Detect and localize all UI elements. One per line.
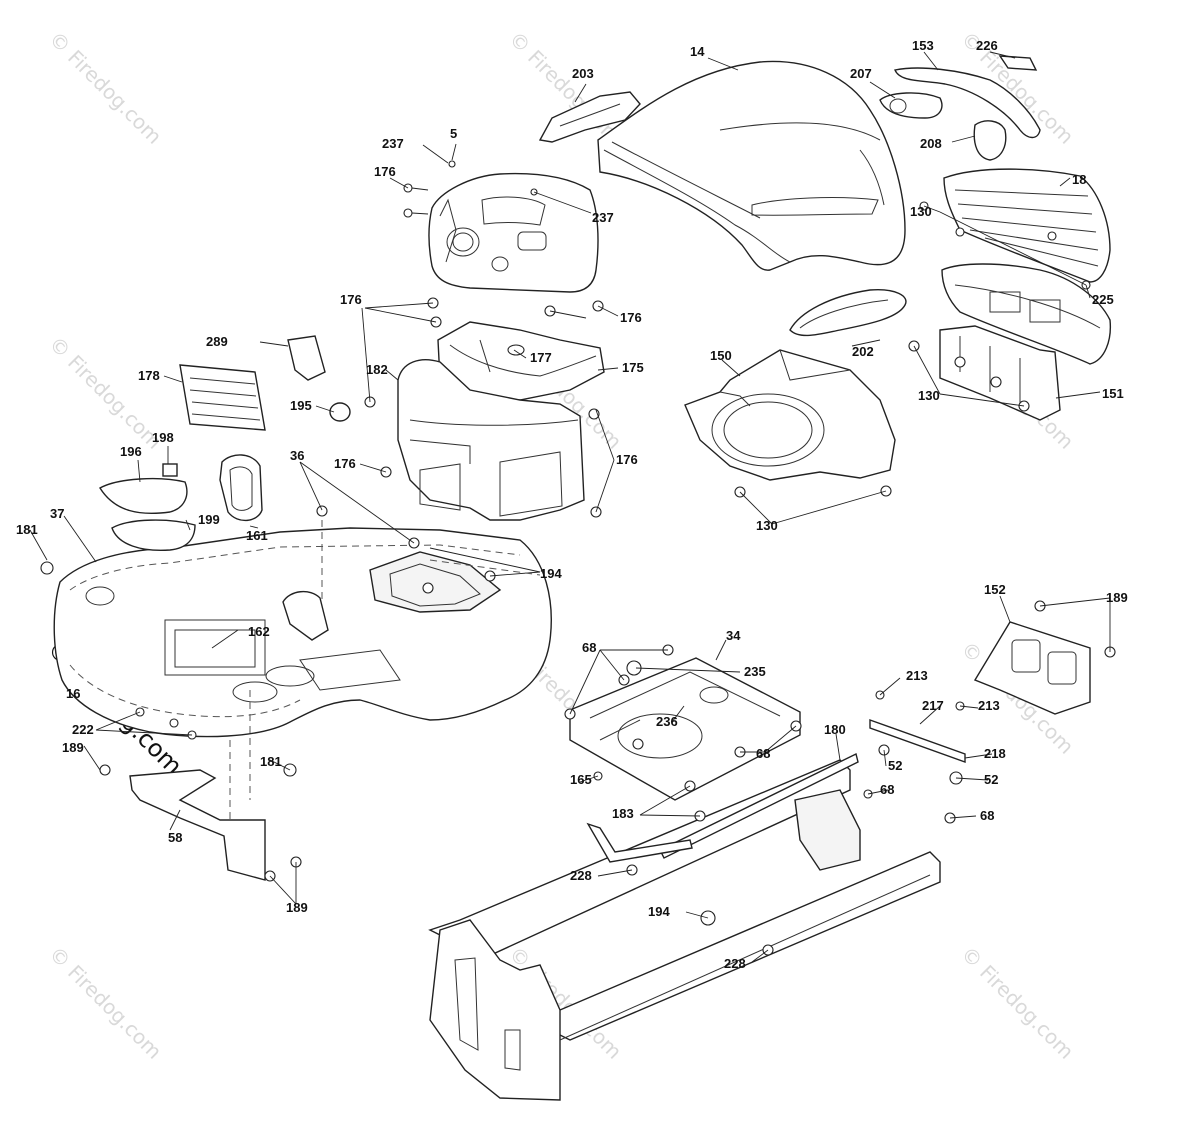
callout-68-plate: 68 [582,640,596,655]
callout-152: 152 [984,582,1006,597]
callout-18: 18 [1072,172,1086,187]
front-bumper [941,263,1112,365]
callout-237-side: 237 [592,210,614,225]
callout-194-top: 194 [540,566,562,581]
callout-189-rear: 189 [1106,590,1128,605]
callout-235: 235 [744,664,766,679]
callout-289: 289 [206,334,228,349]
callout-222: 222 [72,722,94,737]
callout-34: 34 [726,628,741,643]
callout-189-bottom: 189 [286,900,308,915]
callout-228-bottom: 228 [724,956,746,971]
callout-68-plate-lower: 68 [756,746,770,761]
callout-68-frame-right: 68 [980,808,994,823]
callout-130-grille: 130 [910,204,932,219]
callout-218: 218 [984,746,1006,761]
callout-176-right: 176 [620,310,642,325]
callout-130-shroud: 130 [756,518,778,533]
lower-dash [397,359,585,521]
callout-176-lower-left: 176 [334,456,356,471]
callout-207: 207 [850,66,872,81]
callout-213-left: 213 [906,668,928,683]
callout-202: 202 [852,344,874,359]
front-grille [943,168,1111,283]
callout-151: 151 [1102,386,1124,401]
callout-52-left: 52 [888,758,902,773]
callout-161: 161 [246,528,268,543]
hood [597,60,906,271]
watermark-tile: © Firedog.com [956,942,1078,1064]
callout-14: 14 [690,44,705,59]
callout-178: 178 [138,368,160,383]
dash-panel [428,172,599,293]
callout-68-frame-left: 68 [880,782,894,797]
leader-lines [29,51,1111,963]
callout-16x: 16 [66,686,80,701]
bumper-bracket [939,325,1061,421]
callout-183: 183 [612,806,634,821]
callout-196: 196 [120,444,142,459]
callout-labels: 14 203 153 226 207 208 18 130 225 237 5 … [16,38,1128,971]
callout-165: 165 [570,772,592,787]
callout-236: 236 [656,714,678,729]
brackets [129,719,966,881]
chassis-frame [428,759,941,1101]
callout-217: 217 [922,698,944,713]
watermark-tile: © Firedog.com [44,27,166,149]
callout-181-left: 181 [16,522,38,537]
callout-52-right: 52 [984,772,998,787]
callout-153: 153 [912,38,934,53]
callout-237-top: 237 [382,136,404,151]
callout-189-left: 189 [62,740,84,755]
callout-181-bottom: 181 [260,754,282,769]
callout-130-bracket: 130 [918,388,940,403]
callout-175: 175 [622,360,644,375]
callout-37: 37 [50,506,64,521]
engine-shroud [684,349,896,481]
callout-150: 150 [710,348,732,363]
callout-5: 5 [450,126,457,141]
callout-225: 225 [1092,292,1114,307]
callout-194-bottom: 194 [648,904,670,919]
callout-36: 36 [290,448,304,463]
headlight-parts [538,55,1041,161]
callout-162: 162 [248,624,270,639]
left-small-parts [99,335,351,641]
watermark-tile: © Firedog.com [44,332,166,454]
callout-208: 208 [920,136,942,151]
callout-199: 199 [198,512,220,527]
steering-shroud [789,289,907,337]
callout-198: 198 [152,430,174,445]
watermark-tile: © Firedog.com [44,942,166,1064]
callout-58: 58 [168,830,182,845]
callout-226: 226 [976,38,998,53]
callout-182: 182 [366,362,388,377]
callout-177: 177 [530,350,552,365]
callout-195: 195 [290,398,312,413]
callout-213-right: 213 [978,698,1000,713]
callout-203: 203 [572,66,594,81]
callout-176-mid: 176 [340,292,362,307]
callout-228-top: 228 [570,868,592,883]
callout-176-left: 176 [374,164,396,179]
callout-176-lower-right: 176 [616,452,638,467]
callout-180: 180 [824,722,846,737]
seat-plate [569,657,801,801]
